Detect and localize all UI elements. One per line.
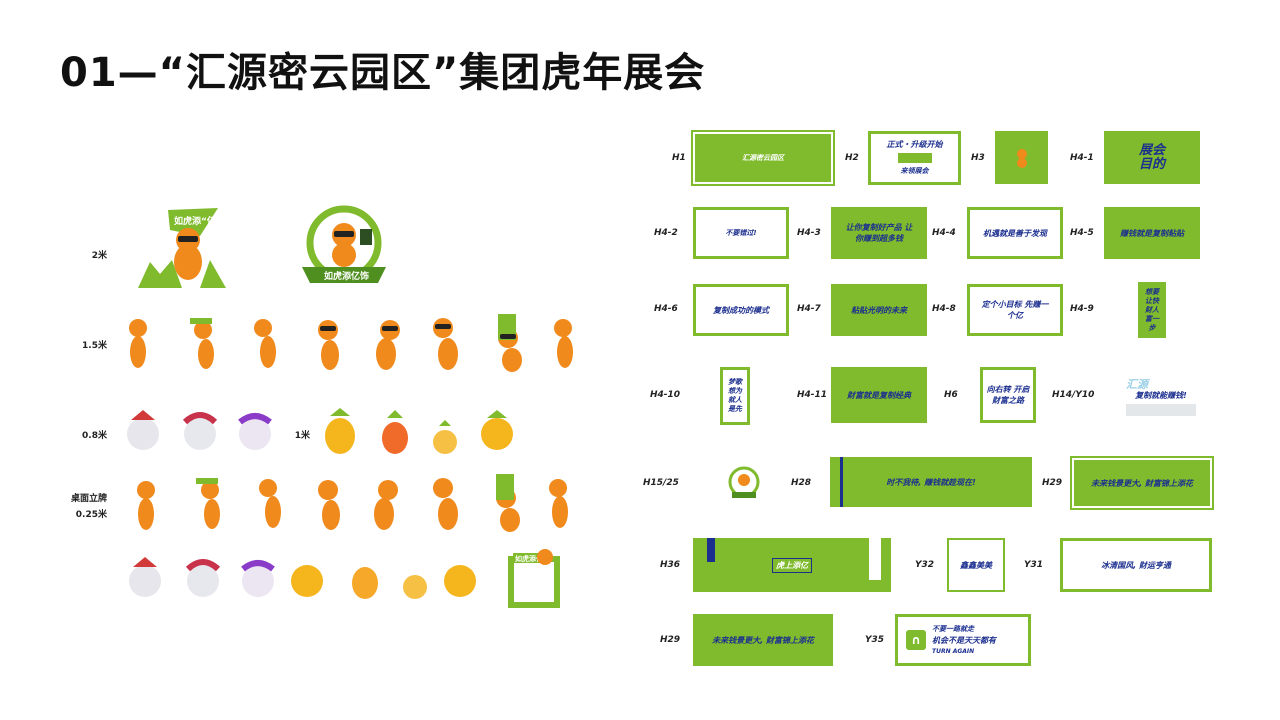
code-y35: Y35 xyxy=(865,635,885,645)
code-h4-9: H4-9 xyxy=(1070,304,1094,314)
code-h4-2: H4-2 xyxy=(654,228,678,238)
panel-h4-6: 复制成功的模式 xyxy=(693,284,789,336)
size-label-desk-stand: 桌面立牌 xyxy=(70,494,107,504)
tiger-row-desk xyxy=(137,474,568,532)
code-h6: H6 xyxy=(944,390,958,400)
code-h4-1: H4-1 xyxy=(1070,153,1094,163)
h4-2-text: 不要错过! xyxy=(725,228,757,237)
panel-h4-2: 不要错过! xyxy=(693,207,789,259)
panel-h14-y10: 汇源 复制就能赚钱! xyxy=(1112,370,1210,424)
h6-text: 向右转 开启财富之路 xyxy=(986,385,1030,405)
code-h4-4: H4-4 xyxy=(932,228,956,238)
badge-text: 如虎添亿饰 xyxy=(324,270,369,282)
panel-h29-a: 未来钱景更大, 财富锦上添花 xyxy=(1070,456,1214,510)
mascot-row-small-b: 如虎添亿 xyxy=(129,549,560,608)
frame-text: 如虎添亿 xyxy=(515,554,543,563)
panel-h4-7: 粘贴光明的未来 xyxy=(831,284,927,336)
y35-text-b: 机会不是天天都有 xyxy=(932,635,996,645)
panel-h3 xyxy=(995,131,1048,184)
panel-h2: 正式・升级开始 来领展会 xyxy=(868,131,961,185)
h4-11-text: 财富就是复制经典 xyxy=(847,390,911,400)
panel-h15-25-badge xyxy=(728,466,760,498)
code-h4-3: H4-3 xyxy=(797,228,821,238)
h4-4-text: 机遇就是善于发现 xyxy=(983,228,1047,238)
tiger-row-1-5m xyxy=(129,314,573,372)
y35-text-c: TURN AGAIN xyxy=(932,647,975,655)
size-label-1-5m: 1.5米 xyxy=(82,341,107,351)
h28-text: 时不我待, 赚钱就趁现在! xyxy=(886,477,976,487)
h4-3-text: 让你复制好产品 让你赚到超多钱 xyxy=(845,223,913,243)
y31-text: 冰清国风, 财运亨通 xyxy=(1101,560,1171,570)
y35-text-a: 不要一路就走 xyxy=(932,624,974,633)
h4-1-text: 展会 目的 xyxy=(1138,142,1165,172)
code-h3: H3 xyxy=(971,153,985,163)
h14-bar xyxy=(1126,403,1196,416)
panel-h4-10: 梦歌想为就人是先 xyxy=(720,367,750,425)
h4-7-text: 粘贴光明的未来 xyxy=(851,305,907,315)
size-label-2m: 2米 xyxy=(91,251,107,261)
panel-y31: 冰清国风, 财运亨通 xyxy=(1060,538,1212,592)
code-h29-a: H29 xyxy=(1042,478,1063,488)
code-h14-y10: H14/Y10 xyxy=(1052,390,1095,400)
h36-blue-bar xyxy=(707,538,715,562)
mascot-badge: 如虎添亿饰 xyxy=(302,205,386,283)
panel-h4-11: 财富就是复制经典 xyxy=(831,367,927,423)
code-h4-5: H4-5 xyxy=(1070,228,1094,238)
panel-h4-4: 机遇就是善于发现 xyxy=(967,207,1063,259)
h4-10-text: 梦歌想为就人是先 xyxy=(728,378,742,413)
h14-text-a: 汇源 xyxy=(1126,377,1148,391)
mascot-flag-tiger: 如虎添“亿” xyxy=(138,208,226,288)
panel-h4-9: 想要让快财人富一步 xyxy=(1138,282,1166,338)
code-h2: H2 xyxy=(845,153,859,163)
flag-text: 如虎添“亿” xyxy=(174,215,222,227)
panel-h4-5: 赚钱就是复制粘贴 xyxy=(1104,207,1200,259)
h36-text: 虎上添亿 xyxy=(772,557,812,573)
panel-h6: 向右转 开启财富之路 xyxy=(980,367,1036,423)
u-turn-icon: ∩ xyxy=(906,630,926,650)
code-h1: H1 xyxy=(672,153,686,163)
code-y31: Y31 xyxy=(1024,560,1044,570)
size-label-0-25m: 0.25米 xyxy=(75,510,107,520)
panel-h1: 汇源密云园区 xyxy=(691,130,835,186)
panel-h36: 虎上添亿 xyxy=(693,538,891,592)
y32-text: 鑫鑫美美 xyxy=(960,560,992,570)
h4-6-text: 复制成功的模式 xyxy=(713,305,769,315)
tiger-icon xyxy=(1016,148,1027,168)
code-h36: H36 xyxy=(660,560,681,570)
h4-5-text: 赚钱就是复制粘贴 xyxy=(1120,228,1184,238)
code-h4-11: H4-11 xyxy=(797,390,828,400)
size-label-1m: 1米 xyxy=(294,431,310,441)
h4-9-text: 想要让快财人富一步 xyxy=(1145,287,1159,332)
code-h4-8: H4-8 xyxy=(932,304,956,314)
page-title: 01—“汇源密云园区”集团虎年展会 xyxy=(60,50,706,96)
code-h29-b: H29 xyxy=(660,635,681,645)
h4-8-text: 定个小目标 先赚一个亿 xyxy=(981,300,1049,320)
panel-y35: ∩ 不要一路就走 机会不是天天都有 TURN AGAIN xyxy=(895,614,1031,666)
h36-notch xyxy=(869,538,881,580)
h29-b-text: 未来钱景更大, 财富锦上添花 xyxy=(712,635,814,645)
h2-tag-shape xyxy=(897,153,932,163)
size-label-0-8m: 0.8米 xyxy=(82,431,107,441)
h2-text-a: 正式・升级开始 xyxy=(886,140,943,149)
panel-h28: 时不我待, 赚钱就趁现在! xyxy=(830,457,1032,507)
mascot-row-small-a xyxy=(127,408,513,454)
h28-bar xyxy=(840,457,843,507)
h29-a-text: 未来钱景更大, 财富锦上添花 xyxy=(1091,478,1193,488)
panel-h29-b: 未来钱景更大, 财富锦上添花 xyxy=(693,614,833,666)
panel-h4-8: 定个小目标 先赚一个亿 xyxy=(967,284,1063,336)
panel-h4-1: 展会 目的 xyxy=(1104,131,1200,184)
panel-h4-3: 让你复制好产品 让你赚到超多钱 xyxy=(831,207,927,259)
h2-text-b: 来领展会 xyxy=(900,167,929,175)
code-h28: H28 xyxy=(791,478,812,488)
panel-y32: 鑫鑫美美 xyxy=(947,538,1005,592)
code-h4-10: H4-10 xyxy=(650,390,681,400)
h14-text-b: 复制就能赚钱! xyxy=(1135,390,1187,400)
code-h4-7: H4-7 xyxy=(797,304,821,314)
code-y32: Y32 xyxy=(915,560,935,570)
code-h4-6: H4-6 xyxy=(654,304,678,314)
code-h15-25: H15/25 xyxy=(643,478,679,488)
